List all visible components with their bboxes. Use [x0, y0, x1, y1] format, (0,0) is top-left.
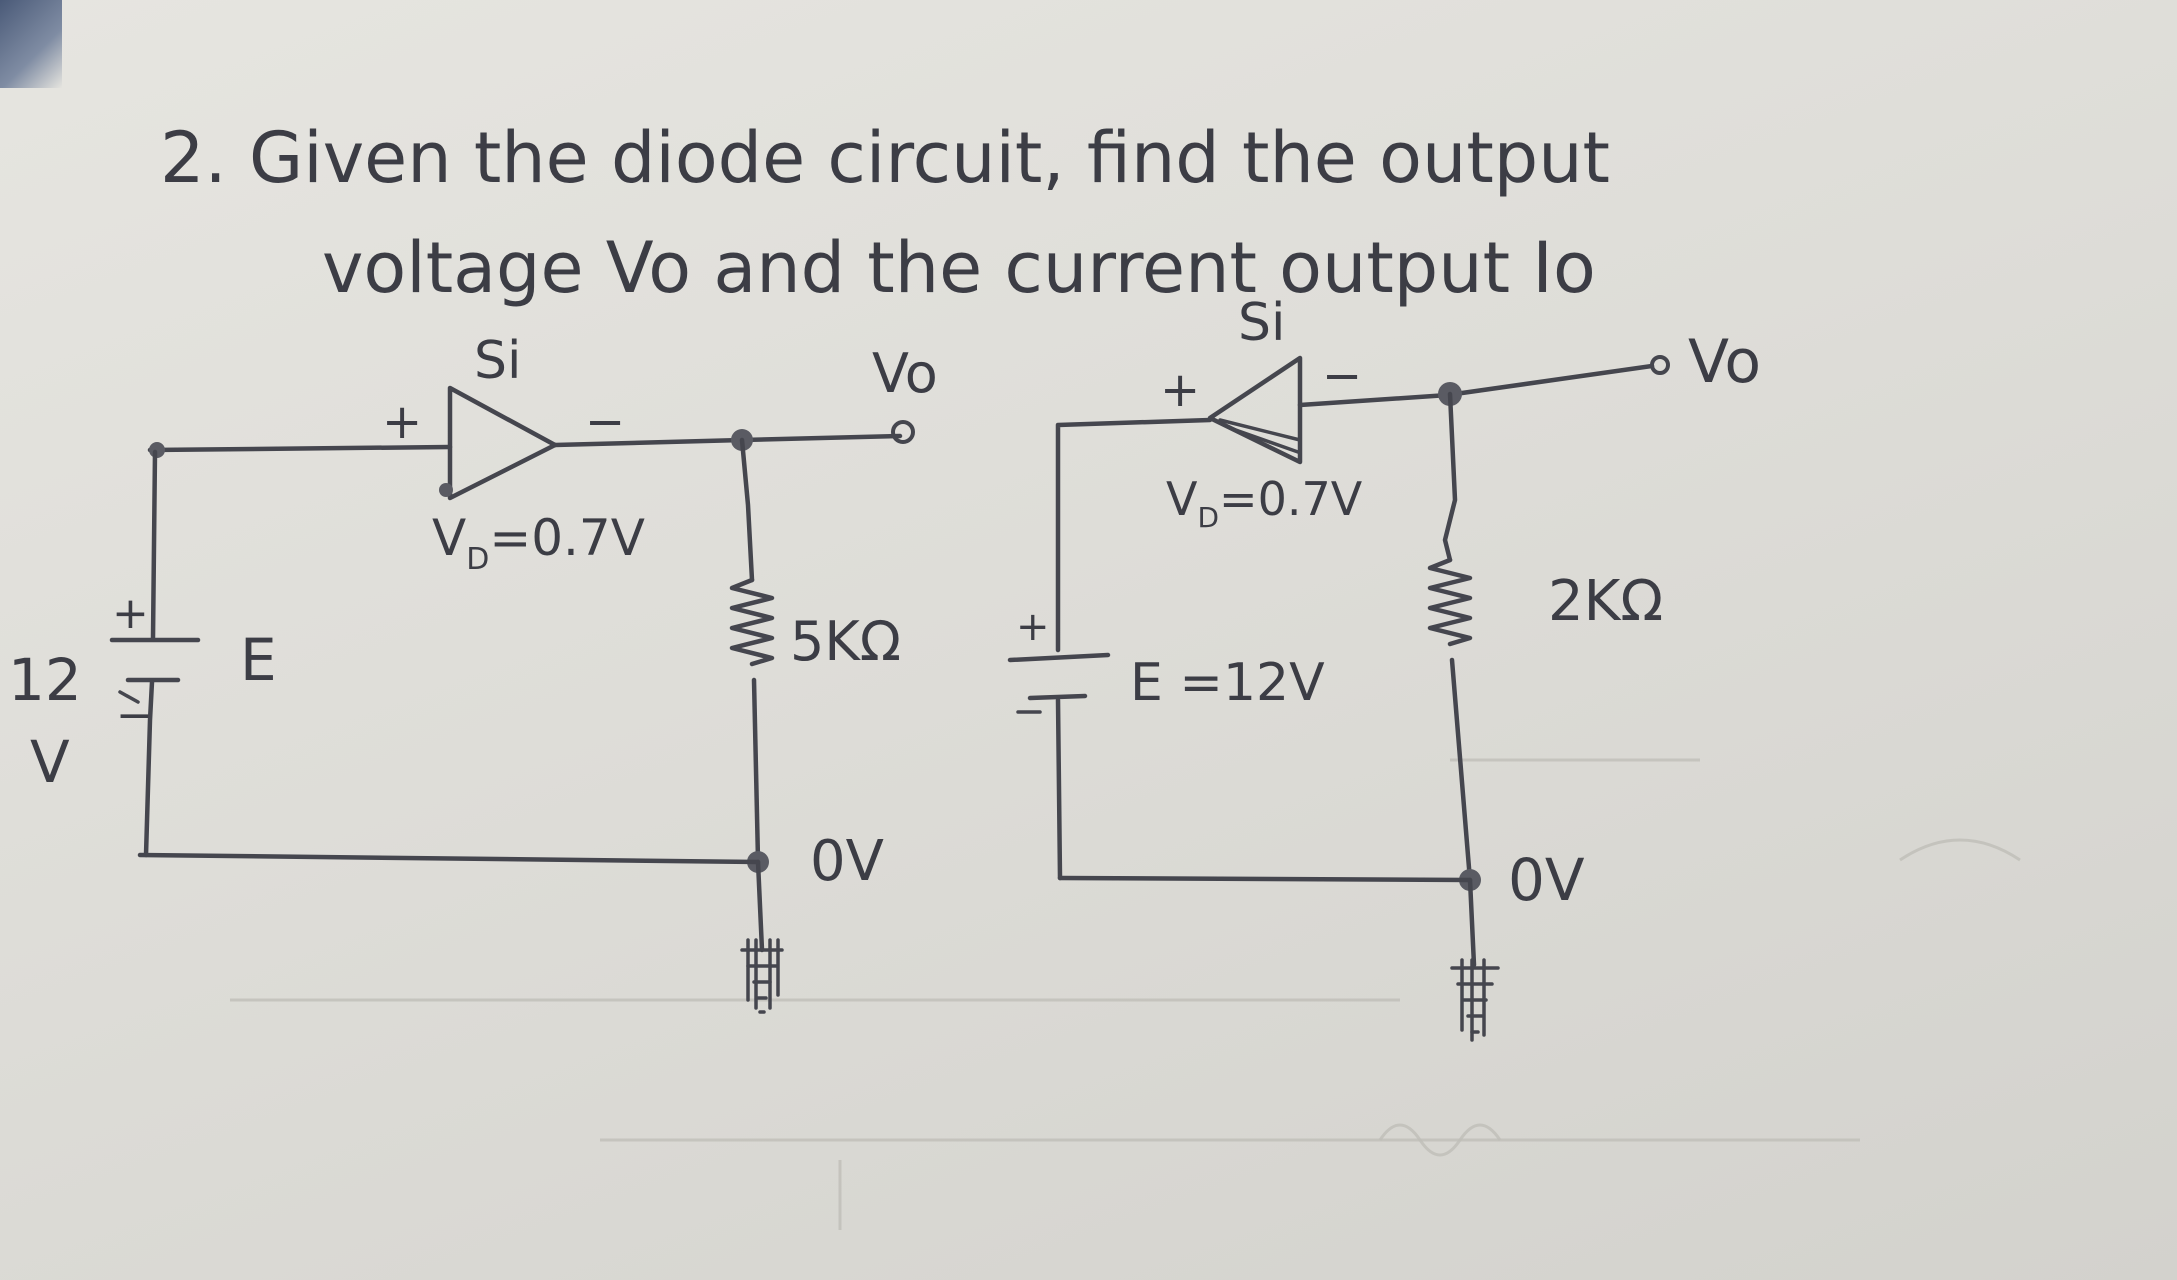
- left-diode-drop: VD=0.7V: [432, 509, 645, 577]
- bleed-through-marks: [230, 758, 2021, 1230]
- right-resistor: [1427, 557, 1473, 647]
- left-ground-symbol: [740, 859, 784, 1014]
- right-circuit: Si + − VD=0.7V Vo 2KΩ 0V + E =: [1007, 293, 1761, 1042]
- left-source-name: E: [240, 626, 277, 694]
- right-diode: [1207, 355, 1303, 465]
- left-top-wire-a: [147, 444, 453, 453]
- left-source-lead-top: [150, 449, 158, 641]
- right-diode-material: Si: [1238, 293, 1285, 353]
- left-source-lead-bottom: [143, 679, 155, 858]
- left-output-terminal[interactable]: [891, 420, 915, 444]
- right-resistor-lead-bottom: [1449, 657, 1473, 883]
- problem-line-1: 2. Given the diode circuit, find the out…: [160, 117, 1610, 199]
- left-diode-plus: +: [382, 394, 422, 450]
- left-output-label: Vo: [872, 342, 938, 405]
- left-resistor-lead-bottom: [751, 677, 761, 863]
- right-battery: [1007, 652, 1111, 714]
- left-diode-minus: −: [585, 394, 625, 450]
- left-ground-label: 0V: [810, 829, 884, 894]
- right-diode-drop: VD=0.7V: [1166, 472, 1363, 534]
- right-diode-plus: +: [1160, 362, 1200, 418]
- right-left-wire-top: [1055, 417, 1213, 653]
- left-bottom-wire: [137, 852, 761, 865]
- right-ground-symbol: [1450, 877, 1500, 1042]
- right-bottom-wire: [1057, 875, 1473, 883]
- right-output-terminal[interactable]: [1650, 355, 1670, 375]
- right-ground-label: 0V: [1508, 846, 1585, 914]
- right-resistor-lead-top: [1442, 391, 1458, 563]
- left-battery-plus: +: [112, 588, 149, 639]
- left-diode-material: Si: [474, 331, 521, 391]
- left-resistor-label: 5KΩ: [790, 610, 901, 673]
- right-diode-minus: −: [1322, 348, 1362, 404]
- left-source-unit: V: [30, 728, 70, 796]
- left-diode: [439, 385, 558, 501]
- right-battery-plus: +: [1016, 604, 1050, 650]
- right-source-label: E =12V: [1130, 653, 1325, 713]
- left-battery-minus: −: [116, 690, 153, 741]
- left-resistor-lead-top: [739, 437, 755, 583]
- right-resistor-label: 2KΩ: [1548, 569, 1663, 634]
- problem-line-2: voltage Vo and the current output Io: [322, 227, 1596, 309]
- left-resistor: [729, 577, 775, 667]
- photo-corner-shadow: [0, 0, 62, 88]
- right-source-lead-bottom: [1055, 697, 1063, 881]
- left-source-value: 12: [8, 646, 82, 714]
- left-circuit: Si + − VD=0.7V Vo 5KΩ 0V: [8, 331, 938, 1014]
- right-output-label: Vo: [1688, 327, 1761, 397]
